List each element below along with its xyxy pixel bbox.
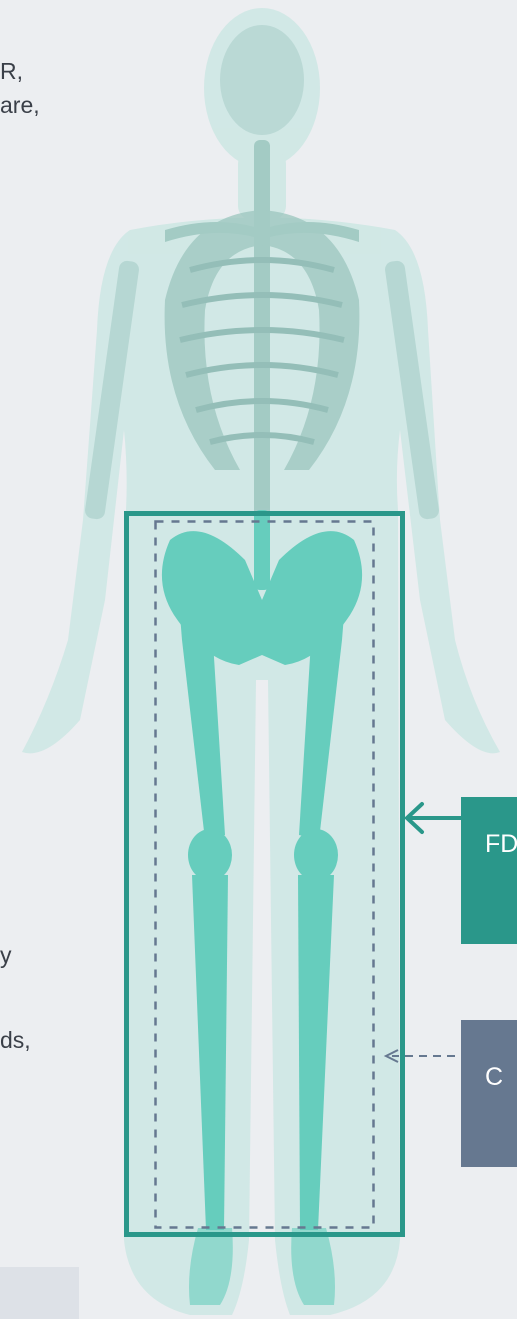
callout-fda-label: FD xyxy=(485,830,517,858)
arrow-to-outer-box xyxy=(407,804,461,832)
callout-c-label: C xyxy=(485,1063,503,1091)
callout-fda: FD xyxy=(461,797,517,944)
knee-right xyxy=(294,829,338,881)
arrow-to-inner-box xyxy=(386,1050,455,1062)
bottom-panel-fragment xyxy=(0,1267,79,1319)
callout-c: C xyxy=(461,1020,517,1167)
skull xyxy=(220,25,304,135)
knee-left xyxy=(188,829,232,881)
